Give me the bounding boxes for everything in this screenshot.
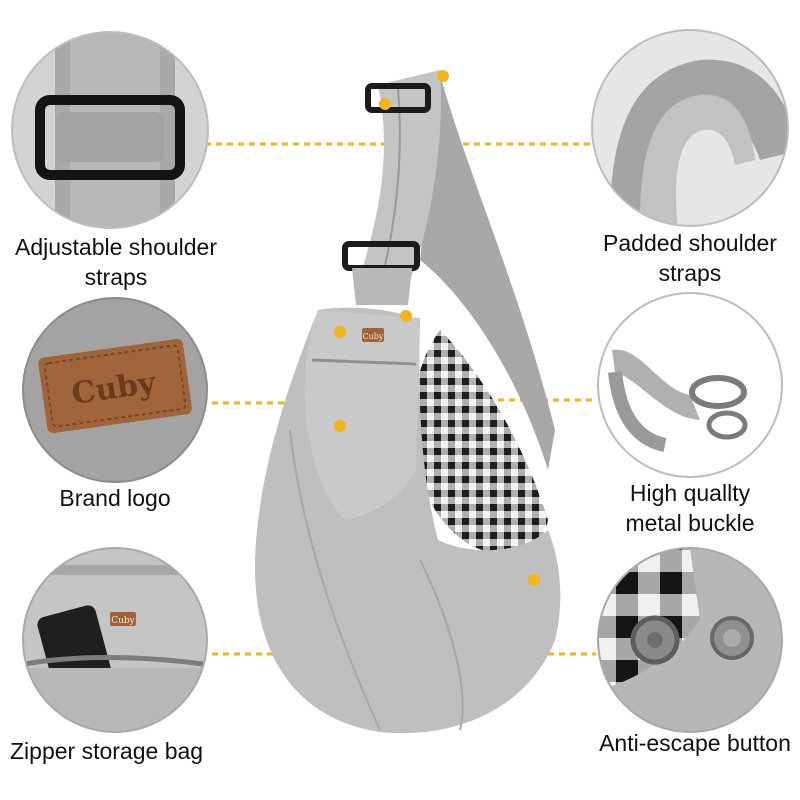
- callout-line-padded: [441, 76, 596, 146]
- leather-tag: [38, 338, 192, 434]
- detail-circle-escape: [597, 547, 783, 733]
- label-line: High quallty: [629, 480, 751, 506]
- label-line: Anti-escape button: [599, 730, 791, 756]
- label-brand-logo: Brand logo: [30, 483, 200, 513]
- detail-circle-zipper: [22, 547, 208, 733]
- snap-hook-icon: [689, 375, 747, 409]
- label-anti-escape-button: Anti-escape button: [590, 728, 800, 758]
- label-adjustable-shoulder-straps: Adjustable shoulder straps: [0, 232, 232, 292]
- zipper-brand-tag-text: Cuby: [111, 616, 135, 626]
- label-line: Zipper storage bag: [10, 738, 204, 764]
- label-padded-shoulder-straps: Padded shoulder straps: [580, 228, 800, 288]
- label-line: metal buckle: [625, 510, 755, 536]
- detail-circle-brand: [22, 297, 208, 483]
- detail-circle-padded: [591, 29, 789, 227]
- label-line: Brand logo: [59, 485, 171, 511]
- small-brand-tag: [362, 328, 384, 342]
- label-line: straps: [84, 264, 148, 290]
- detail-circle-adjustable: [11, 31, 209, 229]
- sling-bag: [254, 70, 561, 734]
- label-line: Padded shoulder: [603, 230, 777, 256]
- label-line: Adjustable shoulder: [14, 234, 218, 260]
- callout-dots: [334, 70, 540, 586]
- label-line: straps: [658, 260, 722, 286]
- label-metal-buckle: High quallty metal buckle: [590, 478, 790, 538]
- top-buckle: [365, 83, 431, 113]
- small-brand-tag-text: Cuby: [363, 332, 384, 341]
- label-zipper-storage-bag: Zipper storage bag: [0, 736, 235, 766]
- detail-circle-buckle: [597, 292, 783, 478]
